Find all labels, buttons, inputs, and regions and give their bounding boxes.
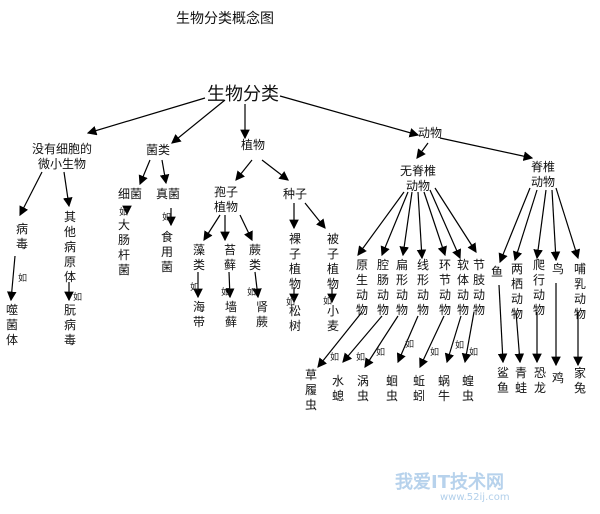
- node-gymnosperm: 裸子植物: [288, 232, 301, 291]
- node-chicken: 鸡: [551, 371, 564, 385]
- node-ecoli: 大肠杆菌: [117, 218, 130, 277]
- example-label: 如: [430, 348, 440, 358]
- example-label: 如: [356, 353, 366, 363]
- watermark-logo: 我爱IT技术网: [395, 472, 504, 493]
- example-label: 如: [162, 213, 172, 223]
- node-animal: 动物: [417, 126, 443, 140]
- example-label: 如: [221, 288, 231, 298]
- node-other-pathogen: 其他病原体: [63, 210, 76, 284]
- node-ascaris: 蛔虫: [385, 374, 398, 403]
- example-label: 如: [18, 274, 28, 284]
- node-protozoa: 原生动物: [355, 258, 368, 317]
- node-pine: 松树: [288, 304, 301, 333]
- node-wheat: 小麦: [326, 304, 339, 333]
- node-flatworm: 扁形动物: [395, 258, 408, 317]
- node-mammal: 哺乳动物: [573, 262, 586, 321]
- node-snail: 蜗牛: [437, 374, 450, 403]
- example-label: 如: [330, 353, 340, 363]
- node-true-fungi: 真菌: [155, 187, 181, 201]
- node-mollusc: 软体动物: [456, 258, 469, 317]
- node-roundworm: 线形动物: [416, 258, 429, 317]
- node-reptile: 爬行动物: [532, 258, 545, 317]
- node-fern: 蕨类: [248, 243, 261, 272]
- node-acellular: 没有细胞的微小生物: [31, 142, 92, 171]
- node-dinosaur: 恐龙: [533, 366, 546, 395]
- node-frog: 青蛙: [514, 366, 527, 395]
- example-label: 如: [247, 288, 257, 298]
- node-virus: 病毒: [15, 222, 28, 251]
- node-wall-moss: 墙藓: [224, 300, 237, 329]
- diagram-title: 生物分类概念图: [176, 11, 274, 27]
- example-label: 如: [405, 340, 415, 350]
- example-label: 如: [323, 297, 333, 307]
- example-label: 如: [455, 341, 465, 351]
- node-earthworm: 蚯蚓: [412, 374, 425, 403]
- node-seed-plant: 种子: [282, 187, 308, 201]
- watermark-url: www.52ij.com: [440, 492, 510, 503]
- node-mushroom: 食用菌: [160, 230, 173, 274]
- node-hydra: 水螅: [331, 374, 344, 403]
- node-kidney-fern: 肾蕨: [255, 300, 268, 329]
- node-shark: 鲨鱼: [496, 366, 509, 395]
- node-planarian: 涡虫: [356, 374, 369, 403]
- example-label: 如: [190, 283, 200, 293]
- example-label: 如: [119, 208, 129, 218]
- node-kelp: 海带: [192, 300, 205, 329]
- node-fungi: 菌类: [145, 143, 171, 157]
- node-rabbit: 家兔: [573, 366, 586, 395]
- example-label: 如: [73, 293, 83, 303]
- node-phage: 噬菌体: [5, 303, 18, 347]
- node-locust: 蝗虫: [461, 374, 474, 403]
- node-arthropod: 节肢动物: [472, 258, 485, 317]
- node-spore-plant: 孢子植物: [213, 185, 238, 214]
- example-label: 如: [376, 348, 386, 358]
- node-coelenterate: 腔肠动物: [376, 258, 389, 317]
- node-bacteria: 细菌: [117, 187, 143, 201]
- example-label: 如: [469, 348, 479, 358]
- node-prion: 朊病毒: [63, 303, 76, 347]
- node-annelid: 环节动物: [438, 258, 451, 317]
- example-label: 如: [286, 298, 296, 308]
- node-algae: 藻类: [192, 243, 205, 272]
- node-invertebrate: 无脊椎动物: [399, 164, 436, 193]
- node-fish: 鱼: [490, 265, 503, 279]
- node-moss: 苔藓: [223, 243, 236, 272]
- node-bird: 鸟: [551, 262, 564, 276]
- node-plant: 植物: [240, 138, 266, 152]
- node-paramecium: 草履虫: [304, 368, 317, 412]
- node-root: 生物分类: [207, 84, 279, 105]
- node-vertebrate: 脊椎动物: [530, 160, 555, 189]
- node-angiosperm: 被子植物: [326, 232, 339, 291]
- node-amphibian: 两栖动物: [510, 262, 523, 321]
